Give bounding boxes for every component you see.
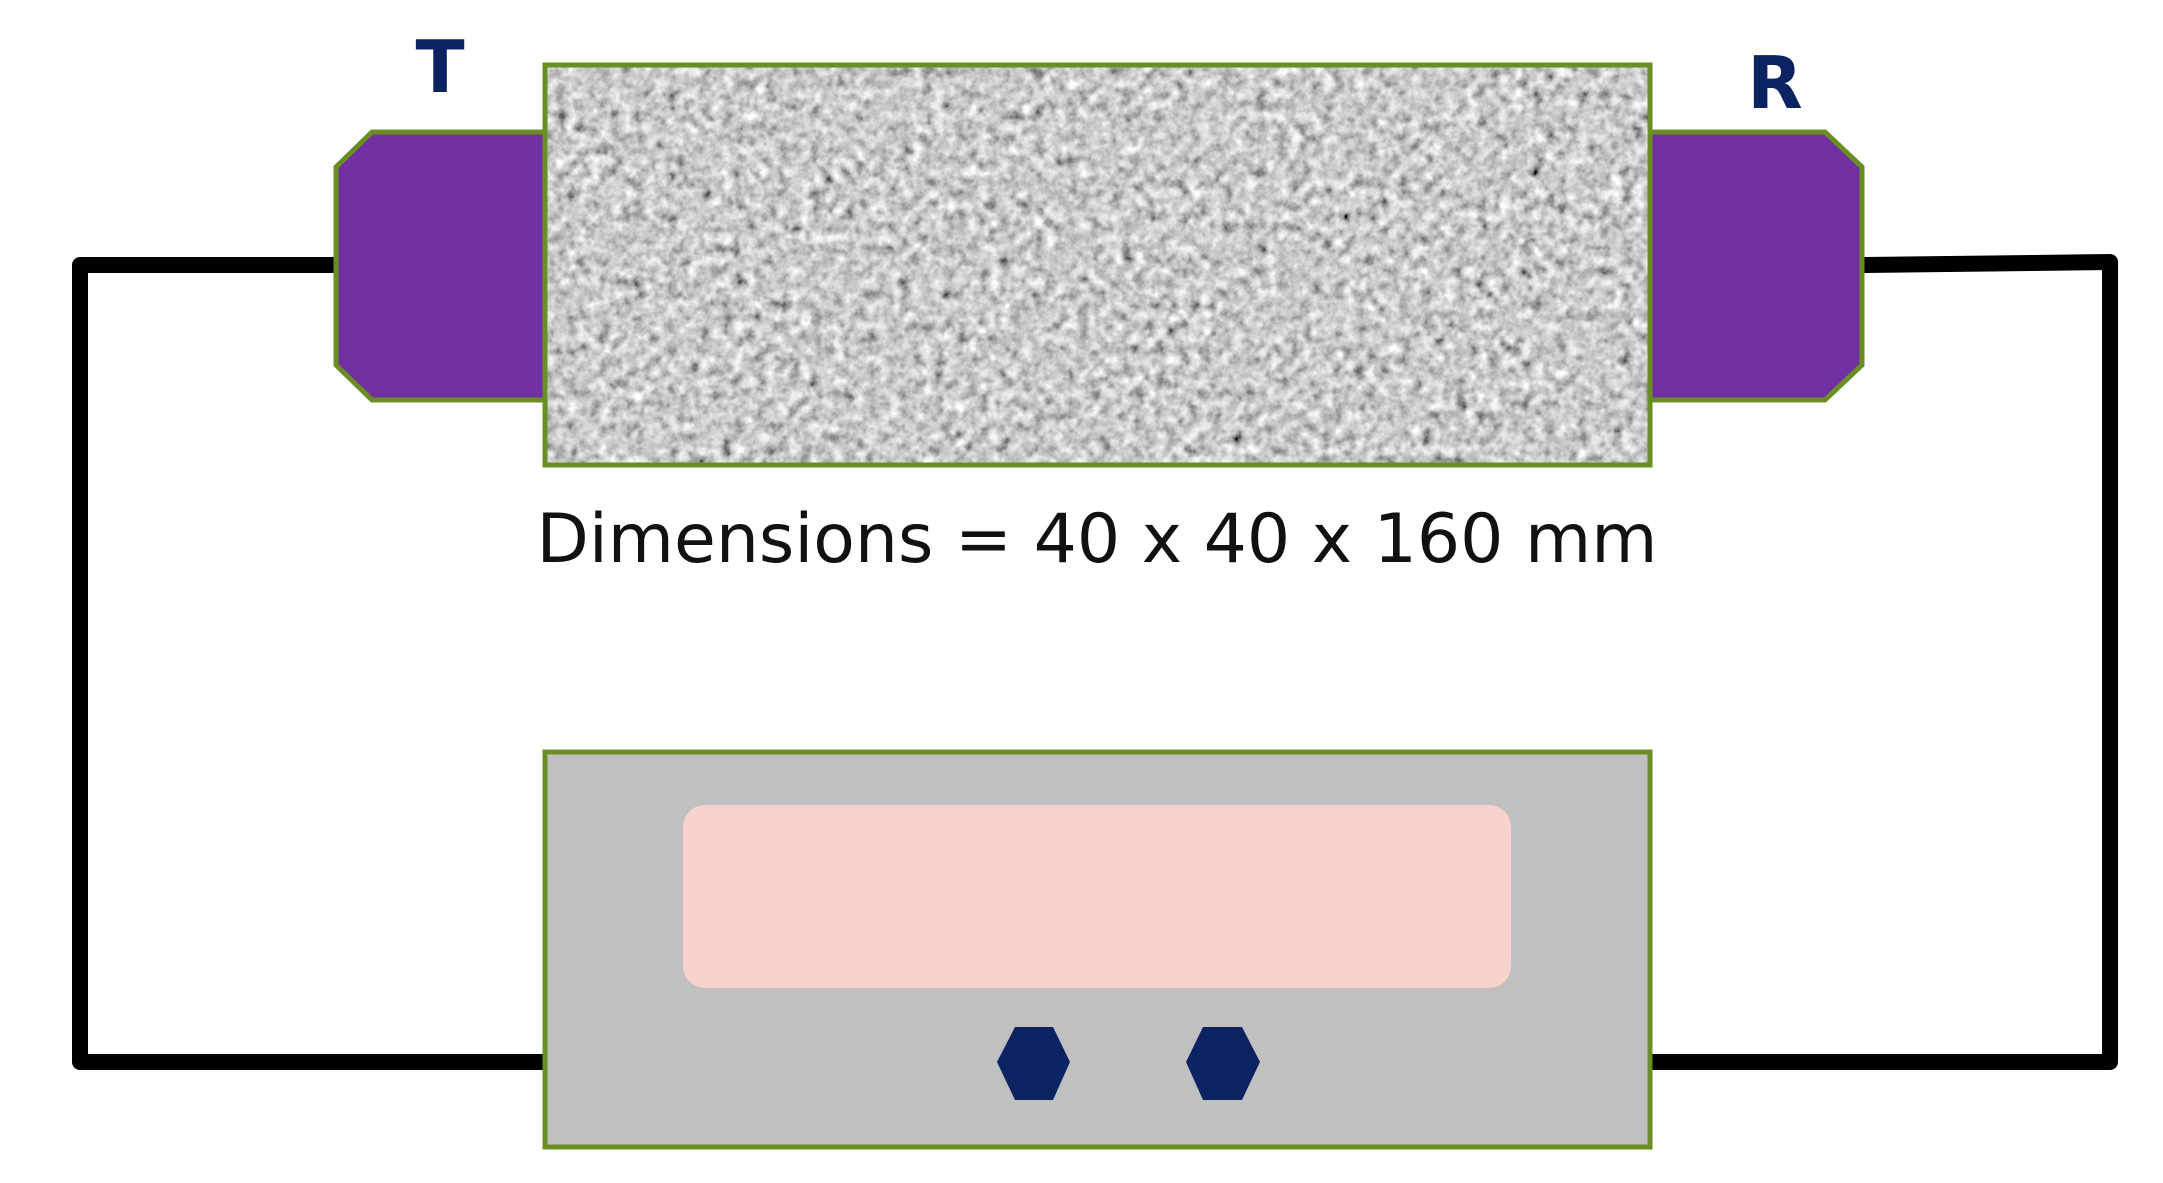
receiver-transducer [1647,129,1865,403]
meter-terminal-right [1186,1027,1260,1100]
meter-display [683,805,1511,988]
concrete-specimen [542,62,1653,468]
transmitter-transducer [333,129,548,403]
transmitter-label: T [415,25,464,109]
meter-terminal-left [997,1027,1070,1100]
receiver-label: R [1747,41,1802,125]
pulse-meter [542,749,1653,1150]
wire-receiver [1247,254,2118,1070]
wire-transmitter [72,257,993,1070]
dimensions-label: Dimensions = 40 x 40 x 160 mm [537,500,1658,579]
